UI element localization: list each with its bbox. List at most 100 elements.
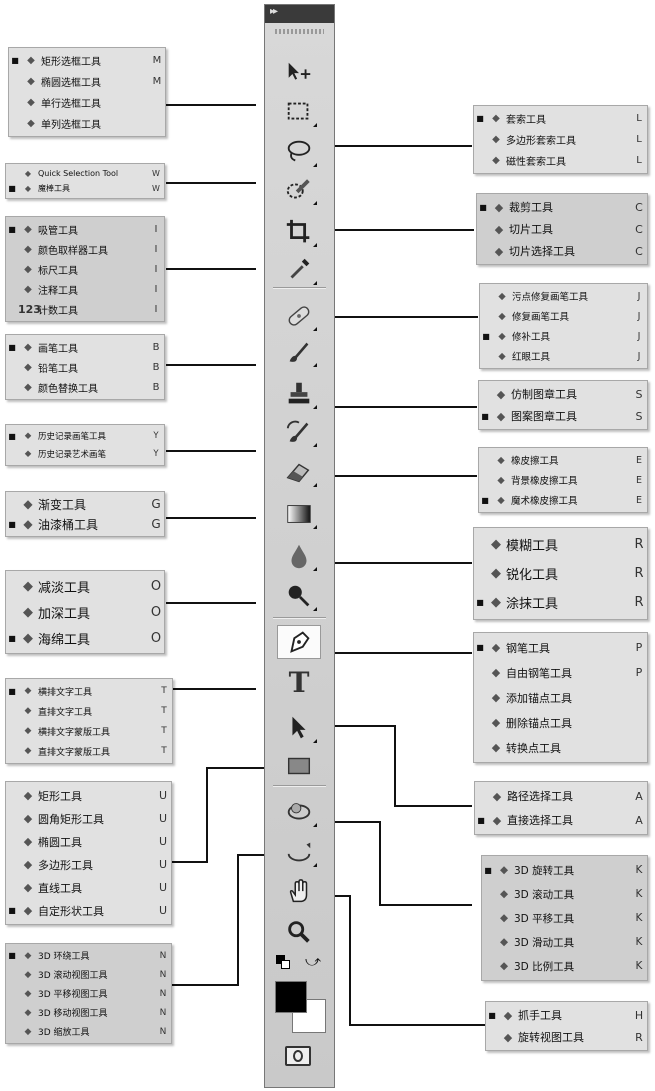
shortcut-key: U — [158, 858, 168, 871]
move-tool[interactable] — [277, 57, 321, 91]
3d-orbit-tool[interactable] — [277, 835, 321, 869]
hand-tool[interactable] — [277, 875, 321, 909]
clone-stamp-tool[interactable] — [277, 377, 321, 411]
shape-tool[interactable] — [277, 749, 321, 783]
quick-mask-icon[interactable] — [285, 1046, 311, 1066]
foreground-color-swatch[interactable] — [275, 981, 307, 1013]
eyedropper-tool[interactable] — [277, 253, 321, 287]
flyout-item[interactable]: ◆添加锚点工具 — [474, 685, 647, 710]
tool-name: 仿制图章工具 — [511, 388, 577, 401]
3d-rotate-tool[interactable] — [277, 795, 321, 829]
crop-tool[interactable] — [277, 215, 321, 249]
panel-grip[interactable] — [275, 29, 324, 34]
flyout-item[interactable]: ◆单行选框工具 — [9, 92, 165, 113]
flyout-item[interactable]: ◆单列选框工具 — [9, 113, 165, 134]
dodge-tool[interactable] — [277, 579, 321, 613]
lasso-tool[interactable] — [277, 135, 321, 169]
eraser-tool[interactable] — [277, 455, 321, 489]
blur-tool[interactable] — [277, 539, 321, 573]
quick-selection-tool[interactable] — [277, 173, 321, 207]
shortcut-key: O — [150, 604, 162, 620]
healing-brush-tool[interactable] — [277, 299, 321, 333]
marquee-tool[interactable] — [277, 95, 321, 129]
zoom-tool[interactable] — [277, 915, 321, 949]
collapse-icon[interactable]: ▸▸ — [270, 6, 278, 17]
path-selection-tool[interactable] — [277, 711, 321, 745]
tools-panel: ▸▸ T ⤻ — [264, 4, 335, 1088]
pen-tool[interactable] — [277, 625, 321, 659]
flyout-item[interactable]: ◆转换点工具 — [474, 735, 647, 760]
swap-colors-icon[interactable]: ⤻ — [305, 952, 322, 970]
brush-tool[interactable] — [277, 335, 321, 369]
history-brush-tool[interactable] — [277, 415, 321, 449]
gradient-tool[interactable] — [277, 497, 321, 531]
flyout-item[interactable]: ◆删除锚点工具 — [474, 710, 647, 735]
type-tool[interactable]: T — [277, 665, 321, 699]
default-colors-icon[interactable] — [276, 955, 292, 971]
